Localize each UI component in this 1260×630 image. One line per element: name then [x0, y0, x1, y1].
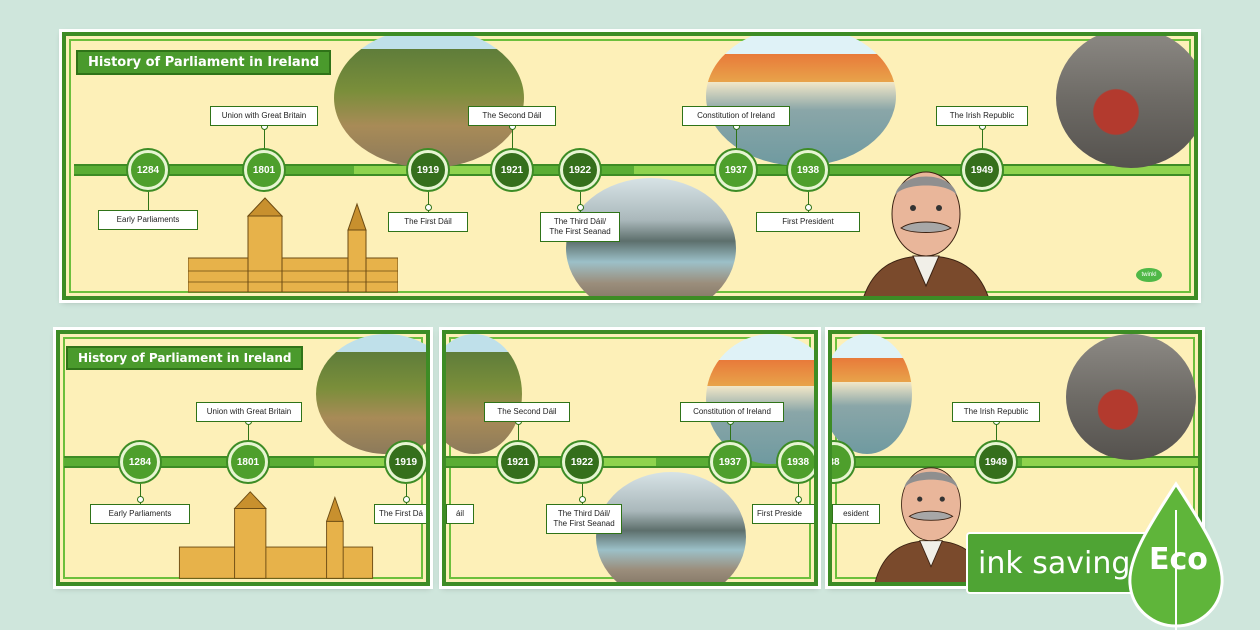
year-node-1921: 1921	[498, 442, 538, 482]
year-node-1938: 1938	[788, 150, 828, 190]
event-label-second-dail: The Second Dáil	[468, 106, 556, 126]
page-1-title: History of Parliament in Ireland	[66, 346, 304, 370]
event-label-first-president-partial: First Preside	[752, 504, 814, 524]
twinkl-logo: twinkl	[1136, 268, 1162, 282]
parliament-crowd-picture	[1066, 334, 1196, 460]
parliament-crowd-picture	[1056, 36, 1194, 168]
event-label-union-great-britain: Union with Great Britain	[196, 402, 302, 422]
event-label-third-dail-first-seanad: The Third Dáil/The First Seanad	[540, 212, 620, 242]
ink-saving-eco-badge: ink saving Eco	[966, 480, 1260, 630]
page-1-preview: History of Parliament in Ireland 1284 18…	[56, 330, 430, 586]
hillside-picture	[316, 334, 426, 454]
hillside-picture	[334, 36, 524, 168]
event-label-early-parliaments: Early Parliaments	[90, 504, 190, 524]
town-picture	[706, 36, 896, 166]
event-label-second-dail: The Second Dáil	[484, 402, 570, 422]
event-label-third-dail-first-seanad: The Third Dáil/The First Seanad	[546, 504, 622, 534]
year-node-1921: 1921	[492, 150, 532, 190]
event-label-irish-republic: The Irish Republic	[936, 106, 1028, 126]
year-node-1922: 1922	[560, 150, 600, 190]
event-label-first-dail-tail: áil	[446, 504, 474, 524]
town-picture-continued	[832, 334, 912, 454]
year-node-1801: 1801	[244, 150, 284, 190]
year-node-1949: 1949	[976, 442, 1016, 482]
event-label-union-great-britain: Union with Great Britain	[210, 106, 318, 126]
event-label-constitution: Constitution of Ireland	[680, 402, 784, 422]
year-node-1938: 1938	[778, 442, 814, 482]
year-node-1937: 1937	[716, 150, 756, 190]
event-label-constitution: Constitution of Ireland	[682, 106, 790, 126]
year-node-1919: 1919	[386, 442, 426, 482]
president-portrait	[863, 171, 989, 296]
parliament-building-illustration	[178, 491, 374, 579]
event-label-first-dail-partial: The First Dá	[374, 504, 426, 524]
event-label-irish-republic: The Irish Republic	[952, 402, 1040, 422]
year-node-1937: 1937	[710, 442, 750, 482]
hillside-picture-continued	[446, 334, 522, 454]
parliament-building-illustration	[188, 197, 398, 293]
page-2-preview: áil 1921 1922 1937 1938 The Second Dáil …	[442, 330, 818, 586]
year-node-1284: 1284	[128, 150, 168, 190]
event-label-first-president: First President	[756, 212, 860, 232]
event-label-early-parliaments: Early Parliaments	[98, 210, 198, 230]
full-banner-preview: History of Parliament in Ireland 1284 18…	[62, 32, 1198, 300]
timeline-line	[74, 164, 1190, 176]
year-node-1284: 1284	[120, 442, 160, 482]
eco-badge-text: Eco	[1149, 542, 1208, 577]
year-node-1949: 1949	[962, 150, 1002, 190]
page-3-preview: 38 esident 1949 The Irish Republic	[828, 330, 1202, 586]
year-node-1919: 1919	[408, 150, 448, 190]
event-label-first-president-tail: esident	[832, 504, 880, 524]
president-portrait	[874, 467, 988, 582]
year-node-1922: 1922	[562, 442, 602, 482]
leaf-icon	[1128, 481, 1224, 630]
banner-title: History of Parliament in Ireland	[76, 50, 332, 75]
event-label-first-dail: The First Dáil	[388, 212, 468, 232]
year-node-1801: 1801	[228, 442, 268, 482]
